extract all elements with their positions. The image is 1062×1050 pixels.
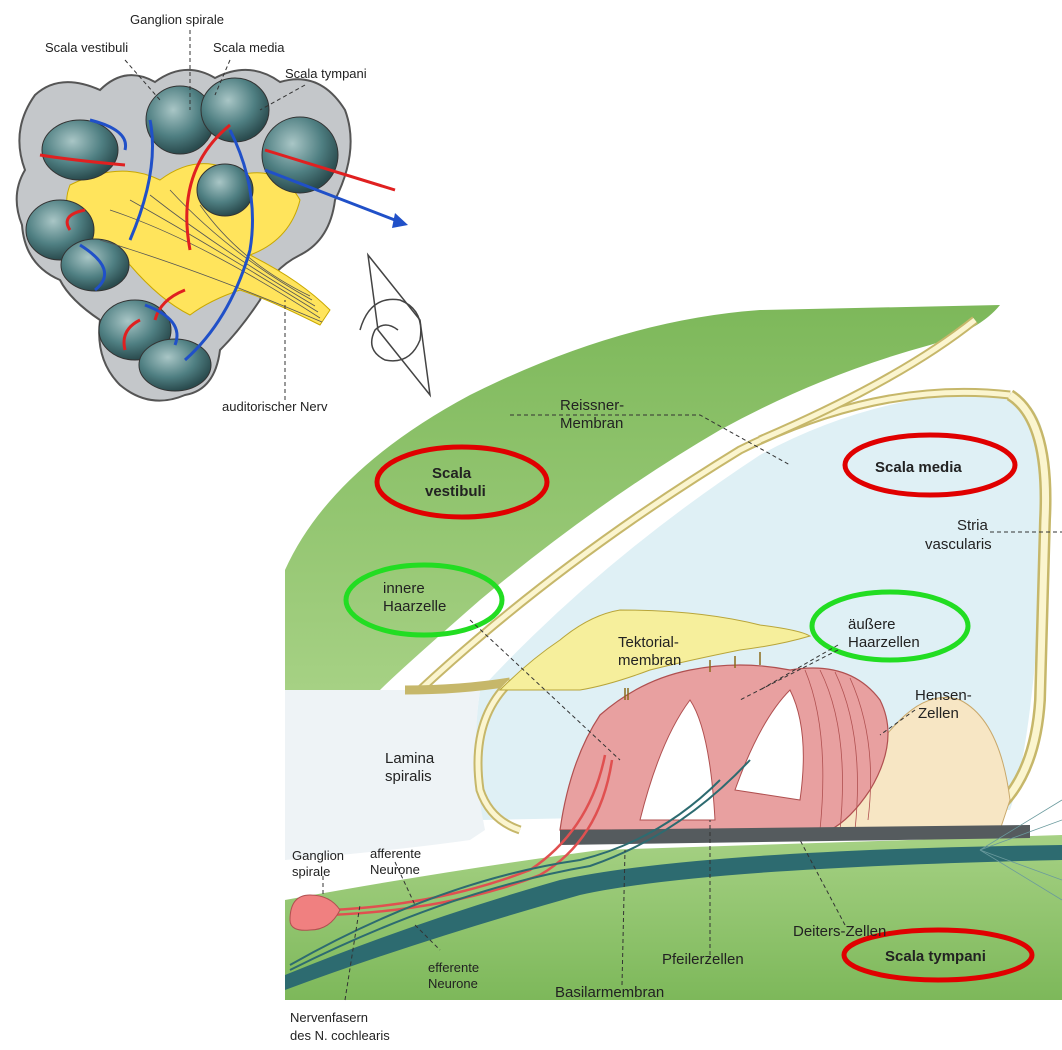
label-scala-tympani-top: Scala tympani	[285, 66, 367, 81]
chamber	[42, 120, 118, 180]
label-hensen-1: Hensen-	[915, 687, 972, 704]
detail-figure: Reissner- Membran Scala vestibuli Scala …	[285, 305, 1062, 1043]
label-ganglion-1: Ganglion	[292, 848, 344, 863]
label-tektorial-2: membran	[618, 652, 681, 669]
label-reissner-1: Reissner-	[560, 397, 624, 414]
label-ganglion-spirale: Ganglion spirale	[130, 12, 224, 27]
label-auditorischer-nerv: auditorischer Nerv	[222, 399, 328, 414]
label-deiters-zellen: Deiters-Zellen	[793, 923, 886, 940]
label-nervenfasern-2: des N. cochlearis	[290, 1028, 390, 1043]
label-aeussere-1: äußere	[848, 616, 896, 633]
label-efferente-1: efferente	[428, 960, 479, 975]
label-hensen-2: Zellen	[918, 705, 959, 722]
label-lamina-2: spiralis	[385, 768, 432, 785]
label-innere-haarzelle-1: innere	[383, 580, 425, 597]
label-innere-haarzelle-2: Haarzelle	[383, 598, 446, 615]
label-efferente-2: Neurone	[428, 976, 478, 991]
label-scala-vestibuli-top: Scala vestibuli	[45, 40, 128, 55]
label-stria-1: Stria	[957, 517, 989, 534]
chamber	[201, 78, 269, 142]
label-reissner-2: Membran	[560, 415, 623, 432]
chamber	[61, 239, 129, 291]
label-afferente-1: afferente	[370, 846, 421, 861]
label-basilarmembran: Basilarmembran	[555, 984, 664, 1001]
label-ganglion-2: spirale	[292, 864, 330, 879]
label-nervenfasern-1: Nervenfasern	[290, 1010, 368, 1025]
label-pfeilerzellen: Pfeilerzellen	[662, 951, 744, 968]
cochlea-inset	[360, 255, 430, 395]
label-scala-media: Scala media	[875, 459, 962, 476]
chamber	[262, 117, 338, 193]
label-stria-2: vascularis	[925, 536, 992, 553]
label-scala-vestibuli: Scala	[432, 465, 472, 482]
label-afferente-2: Neurone	[370, 862, 420, 877]
label-scala-tympani: Scala tympani	[885, 948, 986, 965]
label-scala-vestibuli-2: vestibuli	[425, 483, 486, 500]
label-scala-media-top: Scala media	[213, 40, 285, 55]
label-tektorial-1: Tektorial-	[618, 634, 679, 651]
label-lamina-1: Lamina	[385, 750, 435, 767]
label-aeussere-2: Haarzellen	[848, 634, 920, 651]
overview-figure: Ganglion spirale Scala vestibuli Scala m…	[17, 12, 430, 414]
